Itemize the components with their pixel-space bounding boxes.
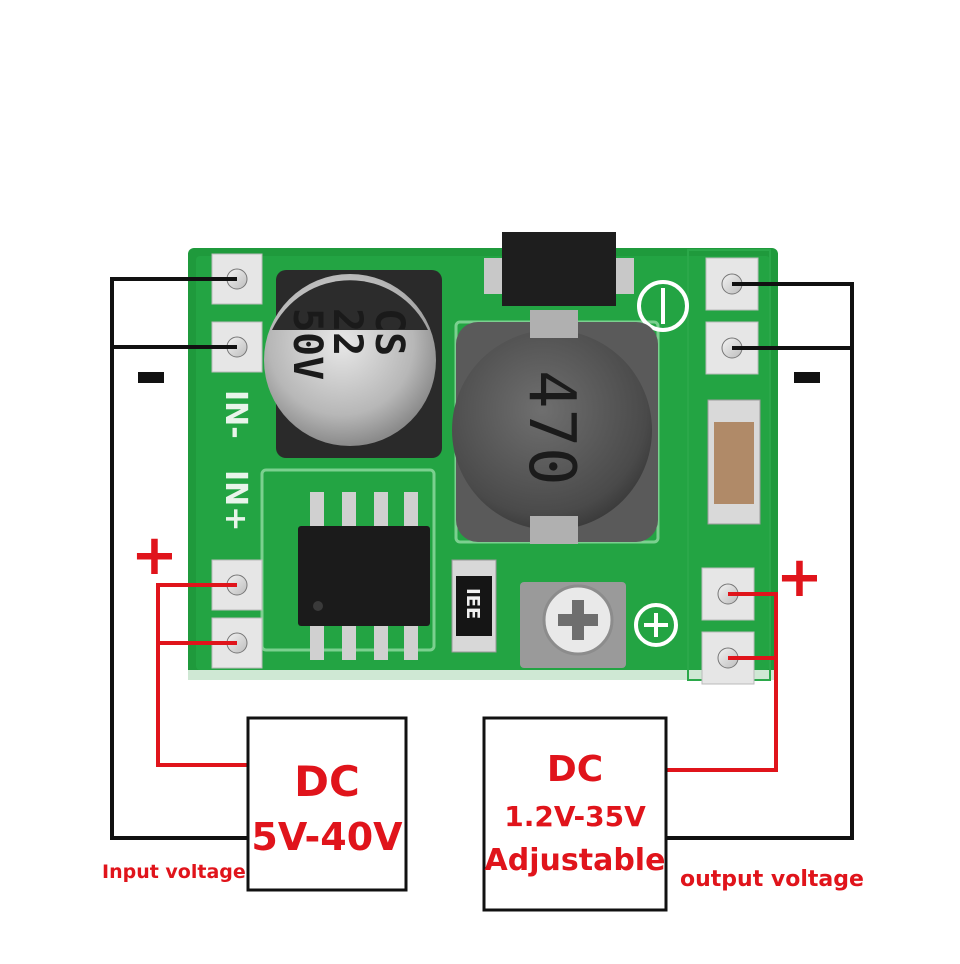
pot-slot-h [558,614,598,626]
ic-body [298,526,430,626]
inductor-marking: 470 [514,370,588,486]
inductor-terminal-bottom [530,516,578,544]
capacitor-marking-line2: 22 [324,308,370,356]
resistor-marking: IEE [462,588,483,619]
output-box-title: DC [547,749,603,790]
input-minus-sign [138,372,164,383]
power-inductor: 470 [452,310,658,544]
output-plus-silk-icon [634,603,678,647]
ic-pin [374,492,388,526]
ic-pin [342,624,356,660]
inductor-body [452,330,652,530]
silk-in-minus: IN- [218,390,253,439]
inductor-terminal-top [530,310,578,338]
regulator-ic [298,492,430,660]
schottky-diode [484,232,634,306]
ic-pin [404,492,418,526]
ic-pin [404,624,418,660]
output-voltage-box: DC 1.2V-35V Adjustable [482,716,668,912]
output-voltage-caption: output voltage [680,867,864,892]
capacitor-polarity-stripe [272,280,428,330]
electrolytic-capacitor: CS 22 50V [264,270,442,458]
output-minus-wire-outer [666,282,854,840]
output-minus-silk-icon [637,280,689,332]
smd-resistor: IEE [451,559,497,653]
input-plus-sign: + [131,523,178,588]
input-voltage-caption: Input voltage [102,861,246,883]
output-wiring [666,282,854,840]
output-minus-sign [794,372,820,383]
resistor-body [456,576,492,636]
input-box-frame [246,716,408,892]
input-minus-wire-outer [110,277,248,840]
input-voltage-box: DC 5V-40V [246,716,408,892]
capacitor-marking-line1: CS [366,308,412,356]
trim-potentiometer [520,582,626,668]
input-box-range: 5V-40V [251,815,403,859]
capacitor-marking-line3: 50V [284,308,330,380]
input-plus-wire-outer [156,583,248,767]
output-box-adjustable: Adjustable [485,843,666,878]
output-plus-wire-outer [666,592,778,772]
ic-pin [342,492,356,526]
ic-pin [310,624,324,660]
input-box-title: DC [294,757,360,806]
output-plus-sign: + [776,545,823,610]
input-wiring [110,277,248,840]
silkscreen: IN- IN+ [218,280,689,647]
pcb-edge [188,670,778,680]
ic-pin1-dot [313,601,323,611]
diode-body [502,232,616,306]
silk-in-plus: IN+ [218,470,253,531]
ic-pin [374,624,388,660]
ceramic-cap-body [714,422,754,504]
output-box-frame [482,716,668,912]
ceramic-capacitor [707,399,761,525]
output-box-range: 1.2V-35V [504,800,646,833]
ic-pin [310,492,324,526]
